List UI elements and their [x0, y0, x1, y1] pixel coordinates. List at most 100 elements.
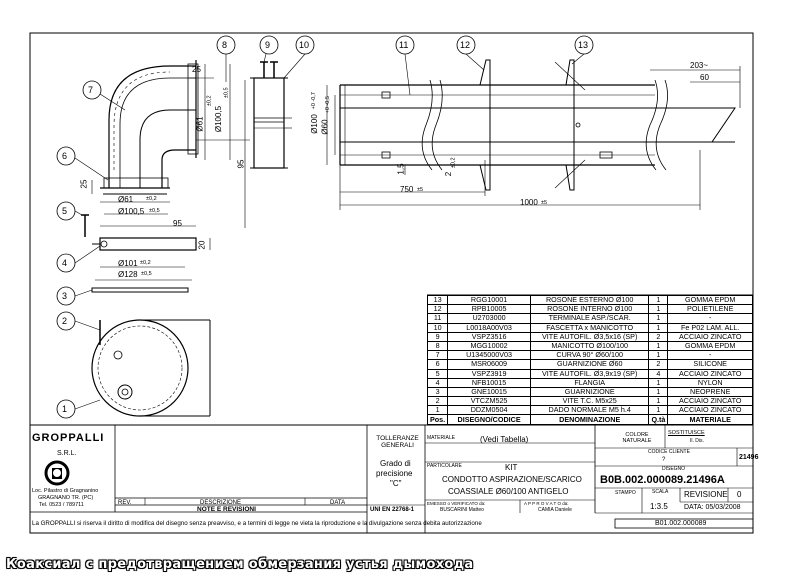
dim-60-pipe-tol: +0 -0,5: [324, 96, 331, 114]
balloon-number-7: 7: [88, 85, 94, 95]
dim-100-5-side: Ø100,5: [214, 105, 224, 133]
gasket-part: [91, 287, 189, 293]
material-label: MATERIALE: [427, 435, 455, 441]
title-block-grid: [29, 424, 754, 534]
dim-128-tol: ±0,5: [141, 271, 152, 277]
revision-value: 0: [737, 490, 742, 499]
customer-code-number: 21496: [739, 454, 759, 461]
dim-61-side-tol: ±0,2: [206, 95, 213, 107]
dim-100-5-bottom: Ø100,5: [118, 207, 145, 216]
bom-cell-material: ACCIAIO ZINCATO: [667, 368, 753, 379]
general-tolerances-label: TOLLERANZE GENERALI: [376, 435, 419, 449]
assembly-end-view: [91, 319, 211, 417]
dim-61-side: Ø61: [195, 116, 205, 132]
self-tapping-screw-part: [81, 214, 89, 237]
balloon-number-3: 3: [62, 291, 68, 301]
flange-part: [92, 237, 211, 281]
bom-cell-qty: 1: [648, 313, 669, 324]
issued-by-value: BUSCARINI Matteo: [440, 507, 484, 513]
bom-cell-code: VSPZ3919: [447, 368, 531, 379]
drawing-label: DISEGNO: [662, 466, 686, 472]
bom-cell-pos: 10: [426, 322, 449, 333]
bom-cell-material: NYLON: [667, 377, 753, 388]
balloon-number-12: 12: [460, 40, 471, 50]
dim-100-pipe: Ø100: [309, 114, 319, 134]
dim-2-tol: ±0,2: [450, 157, 457, 169]
bom-cell-name: DENOMINAZIONE: [529, 414, 650, 425]
elbow-curve-part: [100, 60, 199, 195]
bom-cell-pos: 1: [426, 405, 449, 416]
dim-61-bottom-tol: ±0,2: [146, 196, 157, 202]
part-title-line-2: COASSIALE Ø60/100 ANTIGELO: [448, 487, 569, 496]
bom-cell-name: GUARNIZIONE Ø60: [529, 359, 650, 370]
part-kit: KIT: [505, 463, 518, 472]
rev-label: REV.: [118, 500, 132, 506]
dim-203: 203~: [690, 61, 709, 70]
replaces-value: Il. Dis.: [690, 438, 704, 444]
balloon-6: [56, 146, 76, 166]
balloon-number-4: 4: [62, 258, 68, 268]
dim-60-pipe: Ø60: [320, 119, 330, 135]
dim-101-tol: ±0,2: [140, 260, 151, 266]
color-label: COLORE NATURALE: [622, 432, 652, 444]
bom-cell-material: SILICONE: [667, 359, 753, 370]
dim-100-pipe-tol: +0 -0,7: [310, 92, 317, 110]
bom-cell-qty: Q.tà: [648, 414, 669, 425]
replaces-label: SOSTITUISCE: [668, 430, 705, 436]
drawing-number: B0B.002.000089.21496A: [600, 474, 725, 486]
uni-standard: UNI EN 22768-1: [370, 507, 415, 513]
bom-cell-pos: 6: [426, 359, 449, 370]
image-caption: Коаксиал с предотвращением обмерзания ус…: [6, 557, 474, 572]
balloon-number-1: 1: [62, 404, 68, 414]
bom-cell-name: FLANGIA: [529, 377, 650, 388]
bom-cell-pos: 11: [426, 313, 449, 324]
bom-cell-code: NFB10015: [447, 377, 531, 388]
precision-grade-2: precisione: [376, 469, 413, 478]
bom-cell-name: FASCETTA x MANICOTTO: [529, 322, 650, 333]
issued-by-label: EMESSO o VERIFICATO da:: [427, 501, 486, 506]
balloon-number-11: 11: [399, 40, 409, 50]
dim-100-5-bottom-tol: ±0,5: [149, 208, 160, 214]
leader-lines: [74, 53, 585, 410]
bottom-code: B01.002.000089: [655, 520, 707, 527]
bom-cell-code: DISEGNO/CODICE: [447, 414, 531, 425]
customer-code-value: ?: [662, 457, 666, 463]
balloon-number-6: 6: [62, 151, 68, 161]
approved-by-value: CAMIA Daniele: [538, 507, 572, 513]
precision-grade-1: Grado di: [380, 459, 411, 468]
balloon-9: [259, 35, 279, 55]
dim-2: 2: [444, 171, 454, 177]
scale-value: 1:3.5: [650, 502, 668, 511]
date-label: DATA: [330, 500, 346, 506]
dim-1000-tol: ±5: [541, 200, 548, 206]
bom-cell-name: VITE AUTOFIL. Ø3,9x19 (SP): [529, 368, 650, 379]
bom-cell-code: U2703000: [447, 313, 531, 324]
dim-1-5: 1,5: [396, 163, 406, 175]
bom-cell-material: Fe P02 LAM. ALL.: [667, 322, 753, 333]
customer-code-label: CODICE CLIENTE: [648, 449, 690, 455]
elbow-dimension-lines: [91, 64, 250, 228]
balloon-7: [82, 80, 102, 100]
part-label: PARTICOLARE: [427, 463, 462, 469]
balloon-number-13: 13: [578, 40, 589, 50]
bom-cell-qty: 4: [648, 368, 669, 379]
scale-label: SCALA: [652, 489, 669, 495]
dim-101: Ø101: [118, 259, 138, 268]
dim-128: Ø128: [118, 270, 138, 279]
bom-cell-name: DADO NORMALE M5 h.4: [529, 405, 650, 416]
groppalli-logo: [44, 460, 70, 486]
bom-cell-pos: Pos.: [426, 414, 449, 425]
company-name: GROPPALLI: [32, 432, 105, 444]
company-suffix: S.R.L.: [57, 450, 77, 457]
bom-cell-pos: 4: [426, 377, 449, 388]
balloon-number-9: 9: [265, 40, 271, 50]
precision-grade-3: "C": [390, 479, 402, 488]
balloon-number-8: 8: [222, 40, 228, 50]
